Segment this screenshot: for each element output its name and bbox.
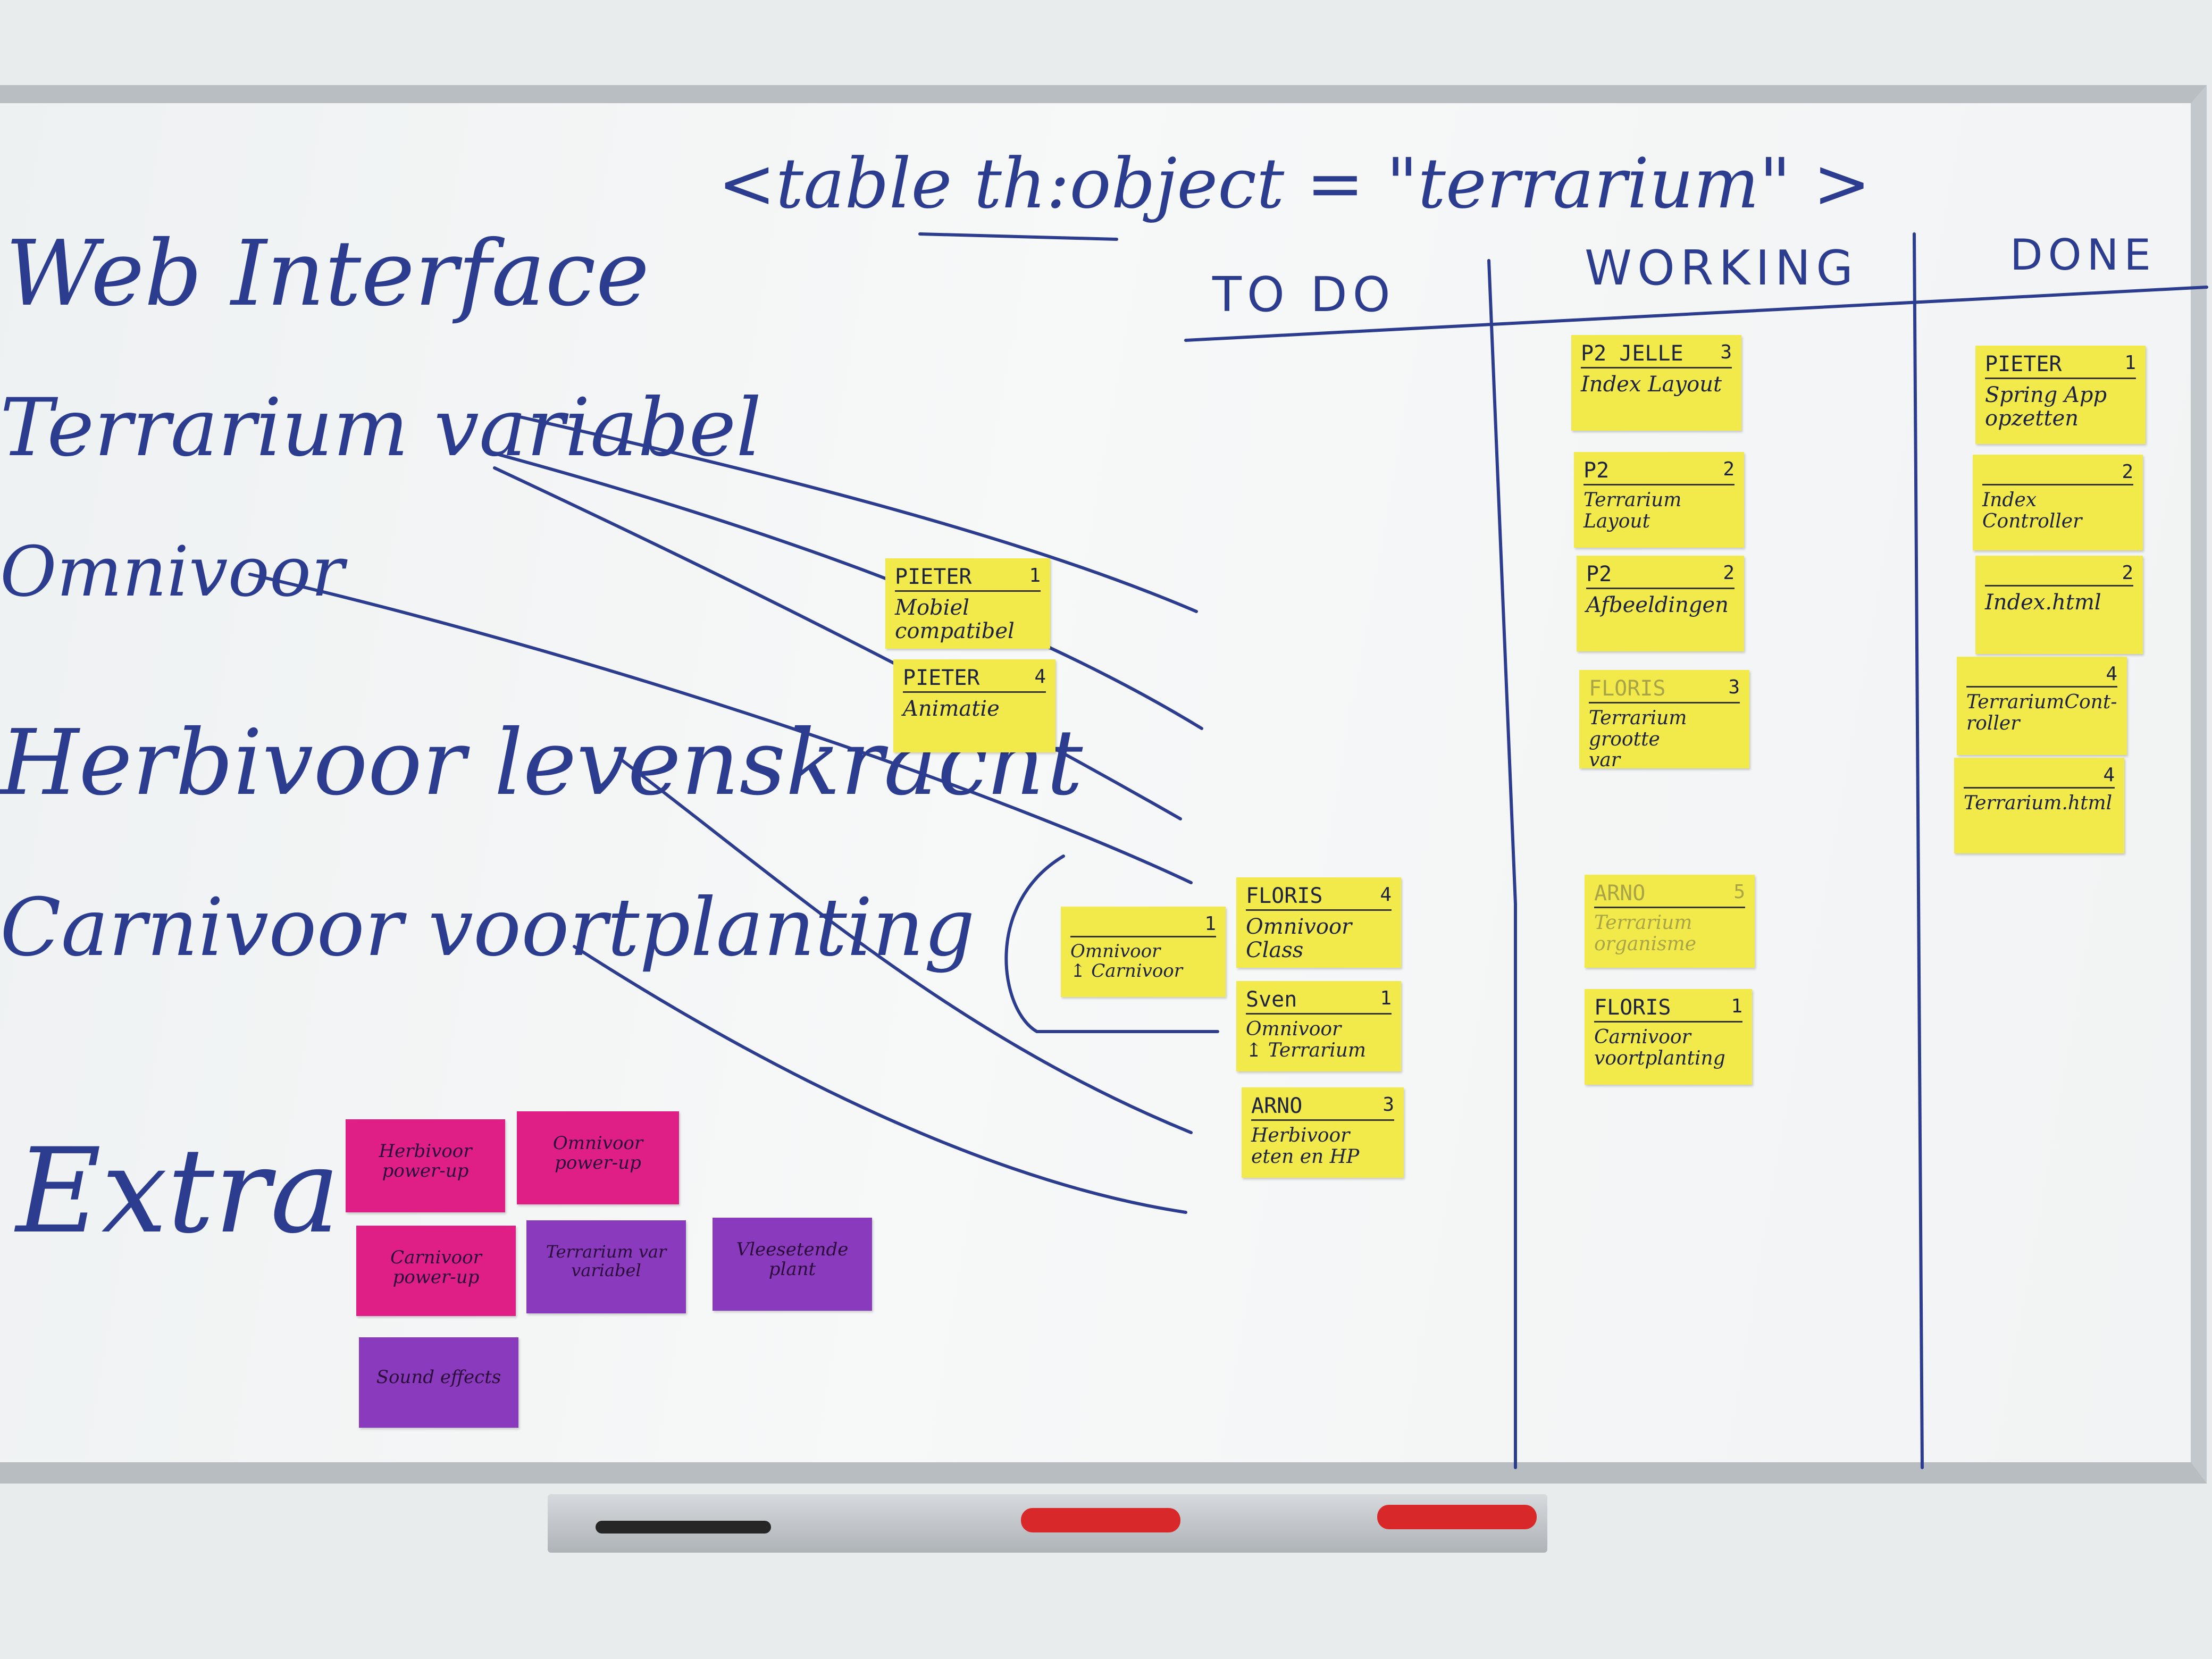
list-item-terrarium: Terrarium variabel [0,382,762,474]
note-done-index-controller[interactable]: 2 Index Controller [1973,455,2143,550]
column-divider-2 [1913,232,1924,1469]
note-extra-terrarium-variabel[interactable]: Terrarium var variabel [526,1220,686,1313]
list-item-extra: Extra [16,1123,340,1259]
curve-omnivoor [1004,854,1219,1033]
list-item-omnivoor: Omnivoor [0,531,345,612]
note-extra-herbivoor-powerup[interactable]: Herbivoor power-up [346,1119,505,1212]
line-herbivoor [621,759,1193,1134]
column-header-working: WORKING [1585,240,1858,296]
line-terrarium-3 [493,466,1182,820]
note-extra-carnivoor-powerup[interactable]: Carnivoor power-up [356,1226,516,1316]
list-item-carnivoor: Carnivoor voortplanting [0,882,975,974]
line-terrarium-2 [488,450,1203,730]
marker-tray [548,1494,1547,1553]
object-underline [918,232,1118,241]
red-marker-right [1377,1505,1537,1529]
note-done-index-html[interactable]: 2 Index.html [1975,556,2143,654]
column-divider-1 [1487,259,1517,1469]
line-omnivoor [248,573,1193,884]
note-done-terrarium-html[interactable]: 4 Terrarium.html [1954,758,2124,853]
note-extra-omnivoor-powerup[interactable]: Omnivoor power-up [517,1111,679,1204]
note-extra-vleesetende-plant[interactable]: Vleesetende plant [713,1218,872,1311]
black-marker [596,1521,771,1534]
note-extra-sound-effects[interactable]: Sound effects [359,1337,518,1428]
note-done-terrarium-controller[interactable]: 4 TerrariumCont- roller [1957,657,2127,755]
object-note: <table th:object = "terrarium" > [718,143,1871,224]
header-underline [1184,286,2208,342]
list-item-web-interface: Web Interface [5,221,650,326]
red-marker-left [1021,1508,1180,1532]
column-header-done: DONE [2010,230,2156,280]
line-terrarium-1 [509,413,1198,613]
note-todo-omnivoor-carnivoor[interactable]: 1 Omnivoor ↥ Carnivoor [1061,907,1226,997]
line-carnivoor [573,945,1187,1214]
column-header-todo: TO DO [1212,267,1396,323]
